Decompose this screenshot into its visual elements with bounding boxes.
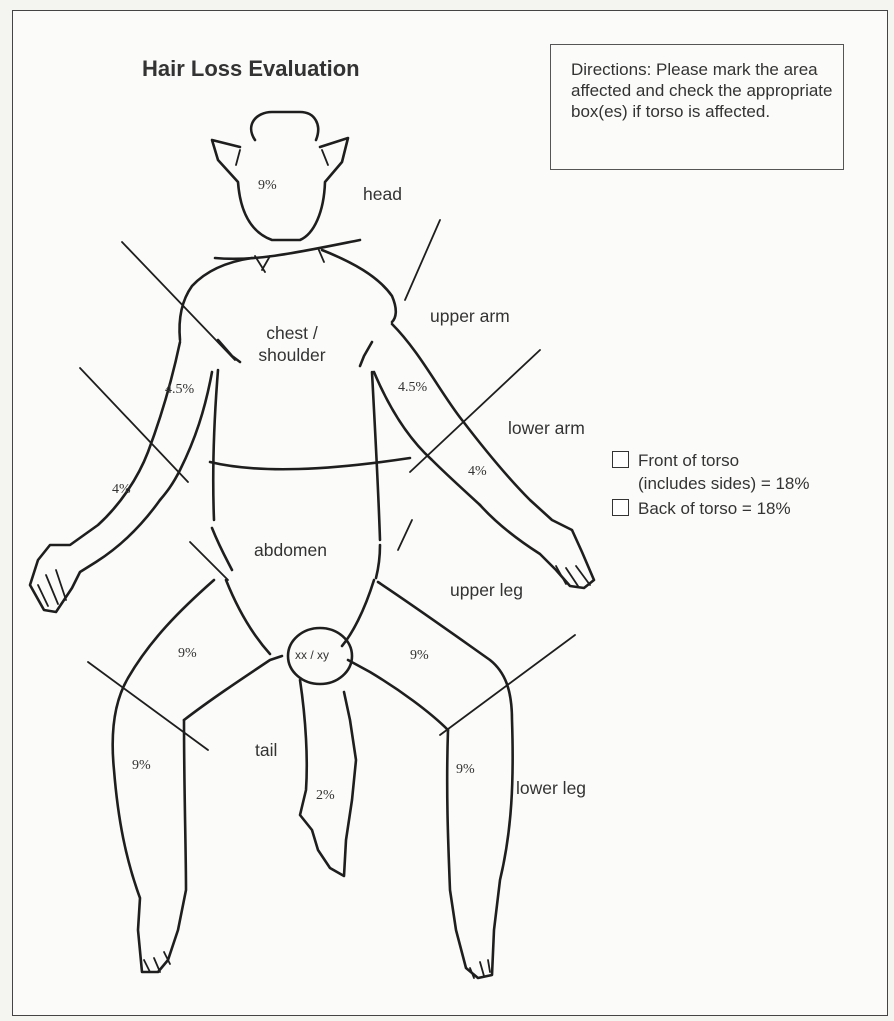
back-torso-option[interactable]: Back of torso = 18% xyxy=(612,498,791,519)
region-label-tail: tail xyxy=(255,740,277,761)
pct-tail: 2% xyxy=(316,788,335,804)
region-label-abdomen: abdomen xyxy=(254,540,327,561)
front-torso-label-line2: (includes sides) = 18% xyxy=(638,473,810,494)
pct-genitals: xx / xy xyxy=(295,648,329,662)
front-torso-checkbox[interactable] xyxy=(612,451,629,468)
pct-lower-arm-right: 4% xyxy=(468,464,487,480)
front-torso-option[interactable]: Front of torso xyxy=(612,450,739,471)
front-torso-label: Front of torso xyxy=(638,451,739,470)
pct-lower-leg-right: 9% xyxy=(456,762,475,778)
pct-upper-arm-right: 4.5% xyxy=(398,380,427,396)
pct-lower-leg-left: 9% xyxy=(132,758,151,774)
region-label-chest-shoulder: chest / shoulder xyxy=(252,322,332,366)
chest-label-line1: chest / xyxy=(252,322,332,344)
region-label-lower-leg: lower leg xyxy=(516,778,586,799)
region-label-head: head xyxy=(363,184,402,205)
back-torso-label: Back of torso = 18% xyxy=(638,499,791,518)
pct-lower-arm-left: 4% xyxy=(112,482,131,498)
region-label-lower-arm: lower arm xyxy=(508,418,585,439)
pct-upper-leg-left: 9% xyxy=(178,646,197,662)
pct-upper-leg-right: 9% xyxy=(410,648,429,664)
chest-label-line2: shoulder xyxy=(252,344,332,366)
back-torso-checkbox[interactable] xyxy=(612,499,629,516)
region-label-upper-arm: upper arm xyxy=(430,306,510,327)
pct-head: 9% xyxy=(258,178,277,194)
region-label-upper-leg: upper leg xyxy=(450,580,523,601)
pct-upper-arm-left: 4.5% xyxy=(165,382,194,398)
